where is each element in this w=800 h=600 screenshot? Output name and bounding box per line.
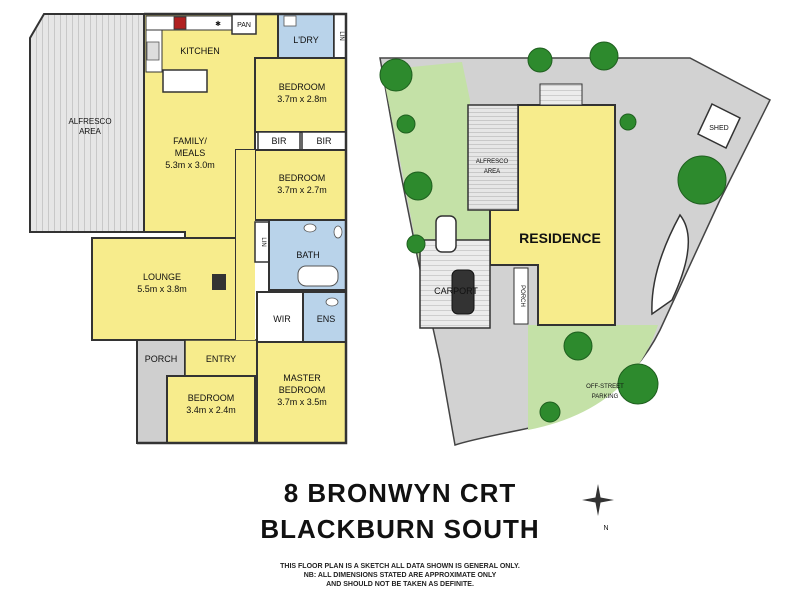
family-label: FAMILY/ <box>173 136 207 146</box>
lounge-dim: 5.5m x 3.8m <box>137 284 187 294</box>
bedroom-1-label: BEDROOM <box>279 82 326 92</box>
trees <box>379 41 727 423</box>
address-line-1: 8 BRONWYN CRT <box>283 478 517 508</box>
tree-icon <box>539 401 561 423</box>
bir-1-label: BIR <box>271 136 287 146</box>
laundry-lin-label: LIN <box>338 31 344 40</box>
disclaimer-line-2: NB: ALL DIMENSIONS STATED ARE APPROXIMAT… <box>303 572 497 579</box>
entry-hall <box>184 339 258 377</box>
car-dark <box>451 269 475 315</box>
compass-north-label: N <box>603 525 608 532</box>
tree-icon <box>617 363 659 405</box>
lawn-left <box>382 62 490 265</box>
site-alfresco <box>467 104 519 211</box>
tree-icon <box>563 331 593 361</box>
tree-icon <box>527 47 553 73</box>
pantry-label: PAN <box>237 22 251 29</box>
bedroom-3 <box>166 375 256 444</box>
fan-icon: ✱ <box>215 20 221 28</box>
car-white <box>435 215 457 253</box>
lawn-parking <box>528 325 658 430</box>
carport-label: CARPORT <box>434 286 478 296</box>
disclaimer-line-1: THIS FLOOR PLAN IS A SKETCH ALL DATA SHO… <box>280 563 520 570</box>
bedroom-2-label: BEDROOM <box>279 173 326 183</box>
bedroom-1 <box>254 57 347 133</box>
bir-2-label: BIR <box>316 136 332 146</box>
tree-icon <box>396 114 416 134</box>
hall-lin-label: LIN <box>260 237 266 246</box>
site-porch <box>513 267 529 325</box>
shed <box>697 102 741 150</box>
master-label-2: BEDROOM <box>279 385 326 395</box>
entry-label: ENTRY <box>206 354 236 364</box>
wir-label: WIR <box>273 314 291 324</box>
compass-icon: N <box>582 484 614 532</box>
cooktop-icon <box>173 16 187 30</box>
tree-icon <box>677 155 727 205</box>
meals-label: MEALS <box>175 148 206 158</box>
disclaimer-line-3: AND SHOULD NOT BE TAKEN AS DEFINITE. <box>326 581 474 588</box>
bathtub-icon <box>297 265 339 287</box>
address-line-2: BLACKBURN SOUTH <box>260 514 540 544</box>
tree-icon <box>379 58 413 92</box>
laundry-label: L'DRY <box>293 35 319 45</box>
residence-label: RESIDENCE <box>519 230 601 246</box>
tree-icon <box>403 171 433 201</box>
bath-label: BATH <box>296 250 319 260</box>
ensuite-basin-icon <box>325 297 339 307</box>
family-dim: 5.3m x 3.0m <box>165 160 215 170</box>
tree-icon <box>589 41 619 71</box>
boat <box>651 213 690 316</box>
site-porch-label: PORCH <box>519 285 525 307</box>
hallway <box>236 150 255 340</box>
outer-wall <box>137 12 348 445</box>
kitchen-bench <box>162 69 208 93</box>
vanity-basin-icon <box>303 223 317 233</box>
master-dim: 3.7m x 3.5m <box>277 397 327 407</box>
house-floor-plan: ✱ PAN <box>29 12 348 445</box>
tree-icon <box>406 234 426 254</box>
bedroom-1-dim: 3.7m x 2.8m <box>277 94 327 104</box>
bedroom-2-dim: 3.7m x 2.7m <box>277 185 327 195</box>
bedroom-3-dim: 3.4m x 2.4m <box>186 405 236 415</box>
steps <box>539 83 583 106</box>
master-label: MASTER <box>283 373 321 383</box>
lounge-label: LOUNGE <box>143 272 181 282</box>
ens-label: ENS <box>317 314 336 324</box>
porch-label: PORCH <box>145 354 178 364</box>
laundry-tub-icon <box>283 15 297 27</box>
bedroom-3-label: BEDROOM <box>188 393 235 403</box>
tree-icon <box>619 113 637 131</box>
kitchen-label: KITCHEN <box>180 46 220 56</box>
sink-icon <box>146 41 160 61</box>
shed-label: SHED <box>709 125 728 132</box>
fireplace-icon <box>212 274 226 290</box>
toilet-icon <box>333 225 343 239</box>
